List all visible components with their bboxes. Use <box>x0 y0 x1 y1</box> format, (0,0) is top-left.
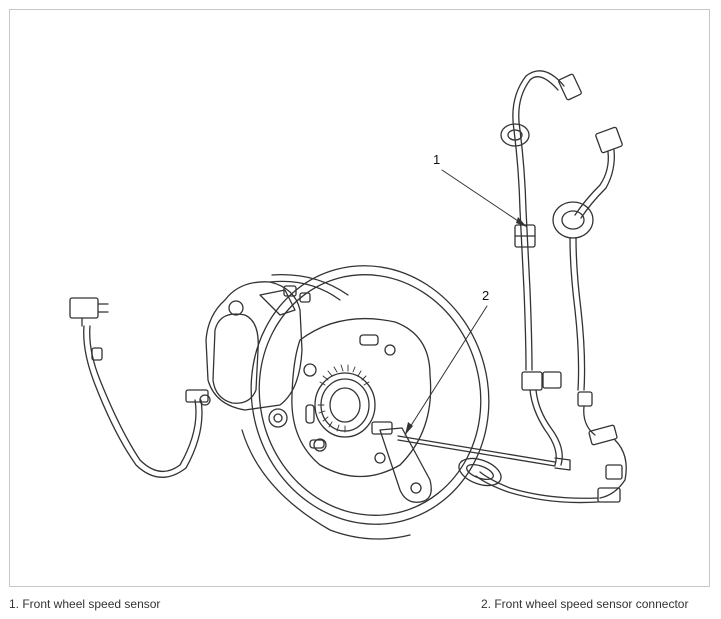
leader-line-2 <box>404 305 488 436</box>
speed-sensor-wire <box>500 70 582 466</box>
connector-harness <box>458 126 627 504</box>
callout-leaders <box>404 169 528 436</box>
brake-disc <box>241 265 490 540</box>
callout-1: 1 <box>433 152 440 167</box>
leader-arrow-2 <box>405 422 413 435</box>
brake-assembly-drawing: 1 2 <box>69 70 627 540</box>
parking-lever <box>371 421 432 503</box>
caption-front-wheel-speed-sensor: 1. Front wheel speed sensor <box>9 597 161 611</box>
back-plate <box>291 317 432 478</box>
leader-line-1 <box>441 169 528 228</box>
caption-front-wheel-speed-sensor-connector: 2. Front wheel speed sensor connector <box>481 597 689 611</box>
parking-cable <box>397 435 571 471</box>
brake-caliper <box>199 274 349 428</box>
callout-2: 2 <box>482 288 489 303</box>
tone-ring <box>317 364 370 433</box>
diagram-frame: 1 2 <box>9 9 710 587</box>
brake-hose <box>69 297 209 478</box>
leader-arrow-1 <box>516 217 527 227</box>
